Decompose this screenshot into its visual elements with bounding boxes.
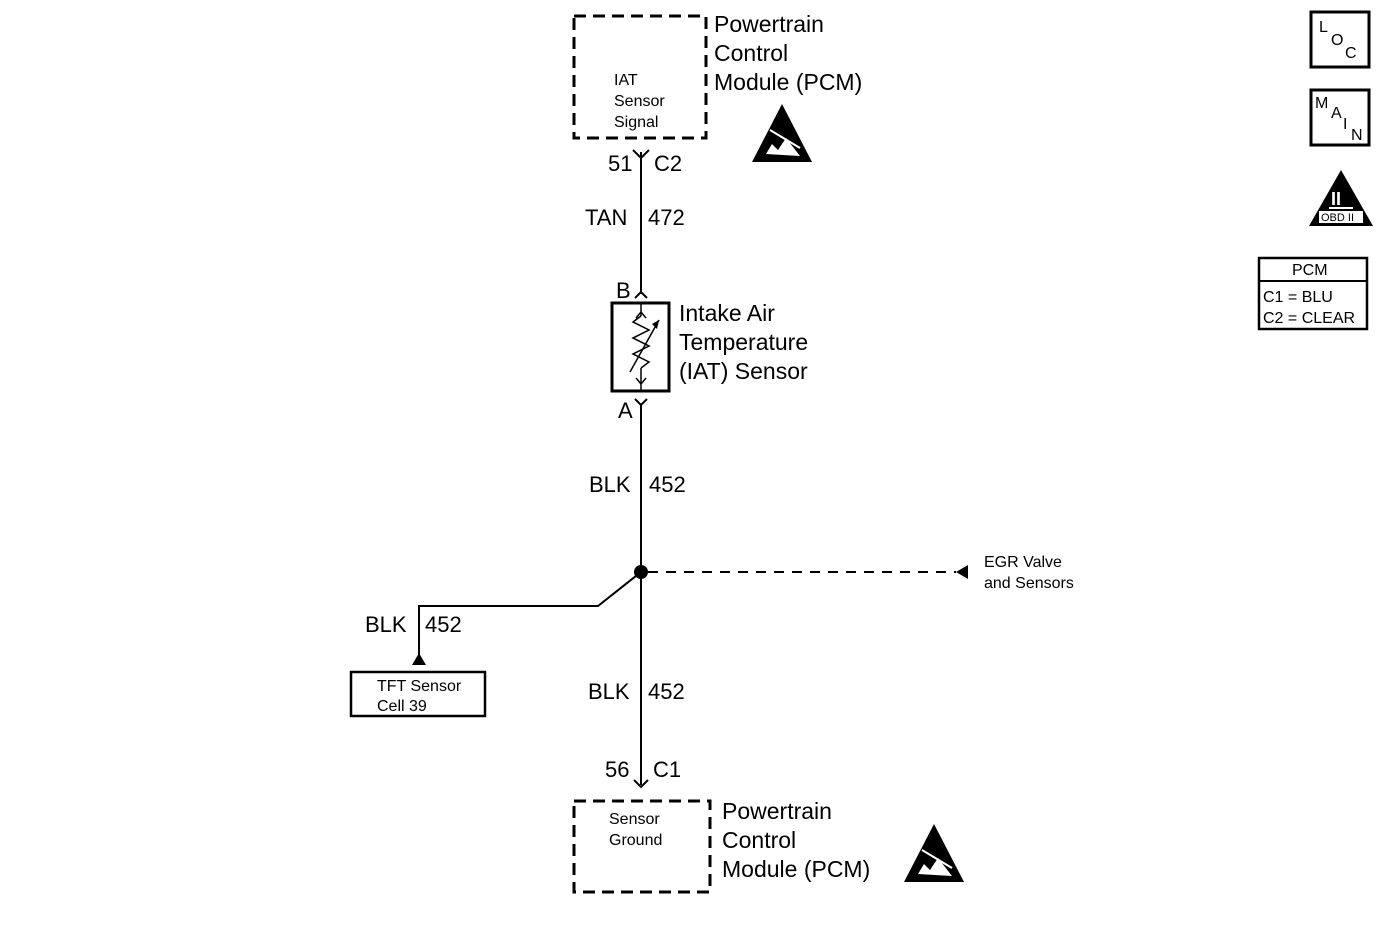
connector-legend: PCM C1 = BLU C2 = CLEAR (1257, 256, 1369, 331)
iat-pin-b: B (616, 278, 631, 303)
pcm-top-title-line-3: Module (PCM) (714, 69, 862, 95)
pcm-top-dashed-box (572, 14, 708, 140)
iat-title-line-2: Temperature (679, 329, 808, 355)
esd-warning-icon-bottom (904, 824, 964, 882)
wire-branch-circuit: 452 (425, 612, 462, 637)
thermistor-icon (629, 303, 660, 391)
wire-mid-color: BLK (589, 472, 631, 497)
main-letter-n: N (1351, 127, 1363, 144)
pcm-bottom-title-line-1: Powertrain (722, 798, 832, 824)
pcm-top-group: IAT Sensor Signal Powertrain Control Mod… (572, 11, 862, 176)
tft-box (349, 670, 487, 718)
pcm-bottom-connector: C1 (653, 757, 681, 782)
tft-line-2: Cell 39 (377, 698, 427, 715)
wire-bottom-color: BLK (588, 679, 630, 704)
legend-title: PCM (1292, 262, 1328, 279)
pcm-bottom-box-line-1: Sensor (609, 811, 660, 828)
iat-sensor-group: B Intake Air Temperature (IAT) Sensor A (610, 278, 808, 423)
egr-line-2: and Sensors (984, 575, 1074, 592)
obd-ii-icon[interactable]: II OBD II (1309, 170, 1373, 226)
pcm-top-title-line-2: Control (714, 40, 788, 66)
main-letter-i: I (1343, 116, 1347, 133)
connector-chevron-b (634, 290, 648, 299)
connector-chevron-bottom (633, 779, 649, 789)
egr-arrow-icon (956, 565, 968, 579)
pcm-bottom-title-line-2: Control (722, 827, 796, 853)
pcm-bottom-group: 56 C1 Sensor Ground Powertrain Control M… (572, 757, 964, 894)
loc-letter-c: C (1345, 45, 1357, 62)
main-letter-a: A (1331, 105, 1342, 122)
pcm-bottom-title-line-3: Module (PCM) (722, 856, 870, 882)
wire-branch-color: BLK (365, 612, 407, 637)
obd-label: OBD II (1321, 212, 1354, 224)
legend-row-c1: C1 = BLU (1263, 289, 1333, 306)
pcm-top-title-line-1: Powertrain (714, 11, 824, 37)
main-icon[interactable]: M A I N (1309, 88, 1371, 147)
wire-bottom-circuit: 452 (648, 679, 685, 704)
loc-letter-o: O (1331, 32, 1343, 49)
loc-icon[interactable]: L O C (1309, 10, 1371, 69)
legend-row-c2: C2 = CLEAR (1263, 310, 1355, 327)
main-letter-m: M (1315, 95, 1328, 112)
pcm-top-box-line-1: IAT (614, 72, 638, 89)
tft-line-1: TFT Sensor (377, 678, 462, 695)
pcm-bottom-box-line-2: Ground (609, 832, 662, 849)
pcm-top-box-line-3: Signal (614, 114, 658, 131)
wire-top-circuit: 472 (648, 205, 685, 230)
pcm-top-pin: 51 (608, 151, 632, 176)
iat-title-line-1: Intake Air (679, 300, 775, 326)
wire-mid-circuit: 452 (649, 472, 686, 497)
esd-warning-icon (752, 104, 812, 162)
tft-arrow-icon (412, 653, 426, 665)
iat-pin-a: A (618, 398, 633, 423)
pcm-bottom-dashed-box (572, 799, 712, 894)
obd-symbol: II (1331, 189, 1341, 209)
wire-blk-452-branch (418, 571, 642, 656)
pcm-top-box-line-2: Sensor (614, 93, 665, 110)
pcm-top-connector: C2 (654, 151, 682, 176)
loc-letter-l: L (1319, 19, 1328, 36)
wire-top-color: TAN (585, 205, 627, 230)
pcm-bottom-pin: 56 (605, 757, 629, 782)
iat-title-line-3: (IAT) Sensor (679, 358, 808, 384)
egr-line-1: EGR Valve (984, 554, 1062, 571)
